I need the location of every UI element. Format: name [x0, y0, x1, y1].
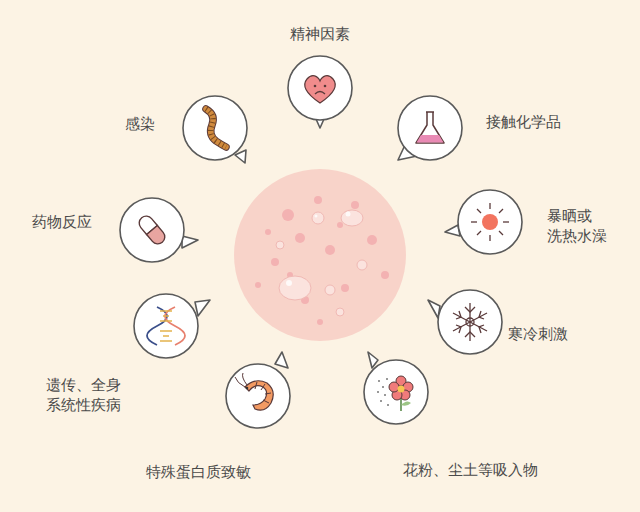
cause-bubble: 精神因素 — [287, 55, 353, 121]
bubble-outline — [119, 197, 185, 263]
cause-bubble: 特殊蛋白质致敏 — [225, 363, 291, 429]
cause-label: 感染 — [125, 114, 155, 134]
bubble-outline — [133, 293, 199, 359]
bubble-outline — [457, 189, 523, 255]
skin-circle — [234, 169, 406, 341]
bubble-outline — [225, 363, 291, 429]
cause-label: 药物反应 — [32, 212, 92, 232]
bubble-outline — [182, 95, 248, 161]
cause-bubble: 感染 — [182, 95, 248, 161]
cause-bubble: 寒冷刺激 — [437, 289, 503, 355]
blisters — [255, 196, 389, 325]
cause-label: 暴晒或 洗热水澡 — [547, 206, 609, 247]
bubble-outline — [437, 289, 503, 355]
bubble-outline — [287, 55, 353, 121]
cause-label: 精神因素 — [290, 24, 350, 44]
cause-bubble: 暴晒或 洗热水澡 — [457, 189, 523, 255]
bubble-outline — [363, 359, 429, 425]
cause-label: 寒冷刺激 — [508, 324, 568, 344]
cause-bubble: 花粉、尘土等吸入物 — [363, 359, 429, 425]
cause-bubble: 药物反应 — [119, 197, 185, 263]
bubble-outline — [397, 95, 463, 161]
cause-bubble: 接触化学品 — [397, 95, 463, 161]
cause-bubble: 遗传、全身 系统性疾病 — [133, 293, 199, 359]
cause-label: 接触化学品 — [486, 112, 561, 132]
cause-label: 花粉、尘土等吸入物 — [403, 460, 538, 480]
cause-label: 遗传、全身 系统性疾病 — [46, 375, 126, 416]
cause-label: 特殊蛋白质致敏 — [146, 462, 251, 482]
